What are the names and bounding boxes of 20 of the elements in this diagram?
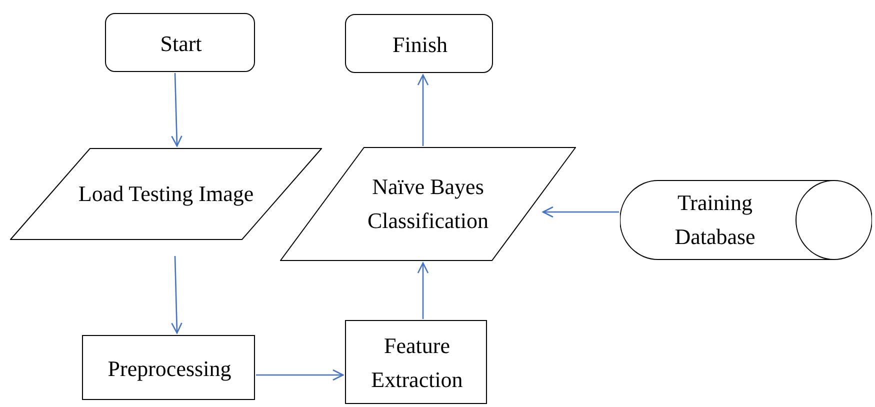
node-label: Start — [160, 30, 202, 58]
node-label: Training Database — [674, 189, 756, 251]
node-label: Finish — [392, 30, 448, 58]
node-label: Feature Extraction — [370, 332, 464, 394]
end-terminal — [345, 14, 493, 73]
arrow — [417, 74, 429, 146]
arrow — [256, 369, 344, 381]
node-label: Preprocessing — [108, 354, 232, 383]
arrow — [542, 206, 619, 218]
input-parallelogram — [10, 148, 322, 240]
database-cylinder — [620, 180, 872, 260]
arrow — [171, 72, 182, 147]
start-terminal — [105, 13, 255, 72]
node-label: Naïve Bayes Classification — [366, 173, 490, 235]
arrow — [171, 256, 182, 334]
arrow — [417, 262, 429, 319]
process-box — [345, 320, 487, 404]
node-label: Load Testing Image — [78, 180, 254, 208]
process-parallelogram — [280, 147, 576, 261]
process-box — [82, 335, 255, 400]
